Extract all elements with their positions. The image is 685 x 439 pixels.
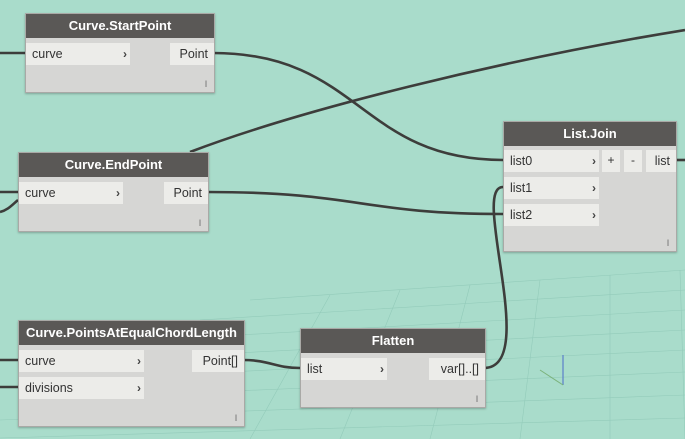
wire-startpoint-to-list0 (212, 51, 504, 162)
port-label: list0 (510, 154, 533, 168)
node-title: Flatten (301, 329, 485, 353)
input-port-list2[interactable]: list2 › (504, 204, 599, 226)
port-label: list1 (510, 181, 533, 195)
input-arrow-icon: › (380, 362, 384, 376)
input-arrow-icon: › (137, 381, 141, 395)
port-label: list2 (510, 208, 533, 222)
port-label: Point (179, 47, 209, 61)
input-arrow-icon: › (592, 181, 596, 195)
output-port-point-array[interactable]: Point[] (192, 350, 244, 372)
remove-input-button[interactable]: - (624, 150, 642, 172)
port-label: var[]..[] (440, 362, 479, 376)
lacing-indicator[interactable]: l (667, 238, 669, 248)
input-arrow-icon: › (116, 186, 120, 200)
wire-in-endpoint-extra (0, 199, 19, 214)
node-title: Curve.PointsAtEqualChordLength (19, 321, 244, 345)
input-arrow-icon: › (137, 354, 141, 368)
output-port-list[interactable]: list (646, 150, 676, 172)
node-curve-points-at-equal-chord-length[interactable]: Curve.PointsAtEqualChordLength curve › d… (18, 320, 245, 427)
output-port-point[interactable]: Point (170, 43, 214, 65)
lacing-indicator[interactable]: l (235, 413, 237, 423)
output-port-var-array[interactable]: var[]..[] (429, 358, 485, 380)
input-port-list[interactable]: list › (301, 358, 387, 380)
node-curve-startpoint[interactable]: Curve.StartPoint curve › Point l (25, 13, 215, 93)
wire-pointschord-to-flatten (242, 358, 301, 370)
lacing-indicator[interactable]: l (205, 79, 207, 89)
node-curve-endpoint[interactable]: Curve.EndPoint curve › Point l (18, 152, 209, 232)
wire-offscreen-to-endpoint (189, 28, 685, 154)
add-input-button[interactable]: + (602, 150, 620, 172)
node-list-join[interactable]: List.Join list0 › list1 › list2 › + - li… (503, 121, 677, 252)
input-port-list0[interactable]: list0 › (504, 150, 599, 172)
node-title: Curve.StartPoint (26, 14, 214, 38)
port-label: list (307, 362, 323, 376)
wire-flatten-to-list1 (483, 185, 508, 370)
lacing-indicator[interactable]: l (476, 394, 478, 404)
input-arrow-icon: › (123, 47, 127, 61)
input-port-curve[interactable]: curve › (19, 350, 144, 372)
wire-endpoint-to-list2 (206, 190, 504, 216)
input-arrow-icon: › (592, 154, 596, 168)
port-label: curve (32, 47, 63, 61)
port-label: list (654, 154, 670, 168)
input-port-curve[interactable]: curve › (19, 182, 123, 204)
input-arrow-icon: › (592, 208, 596, 222)
node-title: List.Join (504, 122, 676, 146)
lacing-indicator[interactable]: l (199, 218, 201, 228)
input-port-list1[interactable]: list1 › (504, 177, 599, 199)
node-title: Curve.EndPoint (19, 153, 208, 177)
node-flatten[interactable]: Flatten list › var[]..[] l (300, 328, 486, 408)
port-label: divisions (25, 381, 73, 395)
input-port-curve[interactable]: curve › (26, 43, 130, 65)
port-label: curve (25, 354, 56, 368)
port-label: Point (173, 186, 203, 200)
input-port-divisions[interactable]: divisions › (19, 377, 144, 399)
port-label: Point[] (202, 354, 238, 368)
port-label: curve (25, 186, 56, 200)
output-port-point[interactable]: Point (164, 182, 208, 204)
